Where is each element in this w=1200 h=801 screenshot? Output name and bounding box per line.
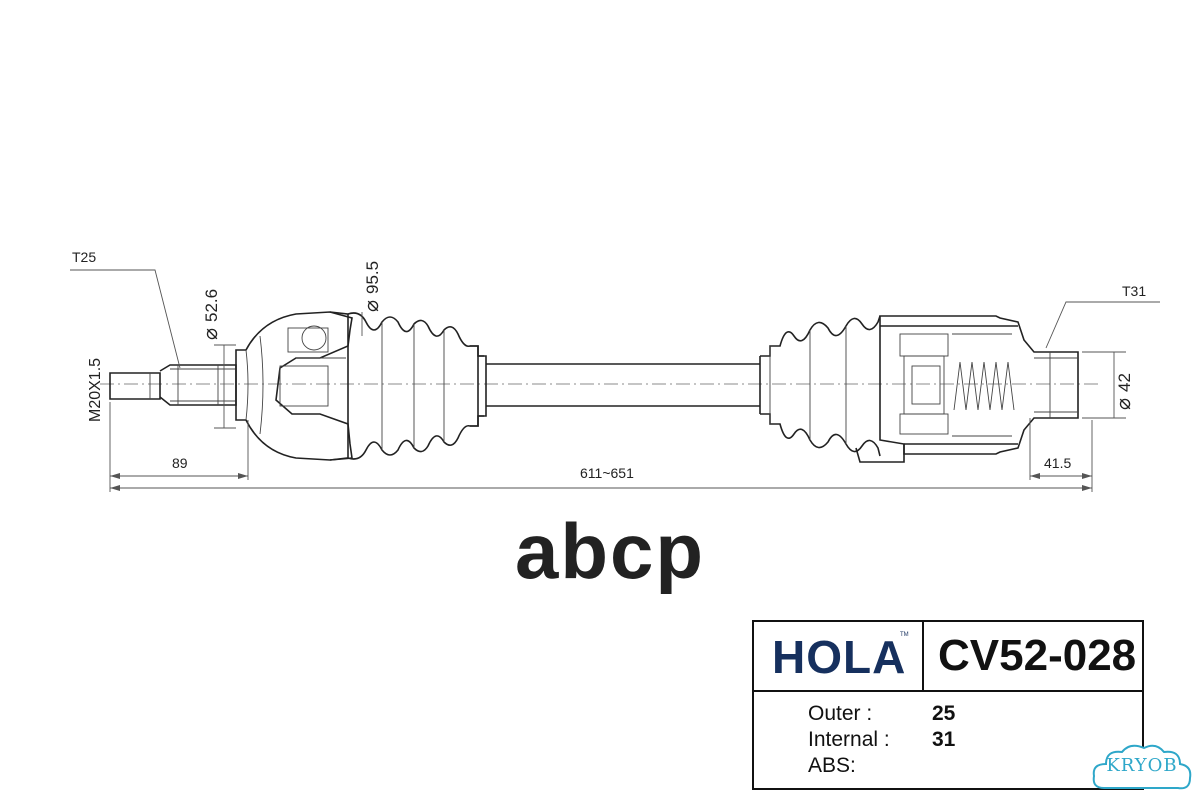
label-dim-89: 89 xyxy=(172,455,188,471)
label-thread: M20X1.5 xyxy=(87,358,104,422)
spec-label: ABS: xyxy=(808,754,856,777)
brand-trademark: TM xyxy=(900,632,909,638)
inner-boot xyxy=(759,315,905,463)
label-dia-right: 42 xyxy=(1115,373,1134,392)
label-dim-41-5: 41.5 xyxy=(1044,455,1071,471)
part-number: CV52-028 xyxy=(938,631,1137,680)
watermark-text: abcp xyxy=(515,507,705,595)
label-dia-small-symbol: ⌀ xyxy=(200,328,222,340)
outer-boot xyxy=(329,311,487,461)
spec-label: Internal : xyxy=(808,728,890,751)
dimension-lines xyxy=(70,269,1160,492)
cloud-icon xyxy=(1092,744,1192,790)
spec-value: 31 xyxy=(932,728,956,751)
badge-text: KRYOB xyxy=(1106,755,1178,776)
spec-table-header: HOLA TM CV52-028 xyxy=(754,622,1142,692)
label-dia-large-symbol: ⌀ xyxy=(361,300,383,312)
label-dia-large: 95.5 xyxy=(363,261,382,294)
label-dia-small: 52.6 xyxy=(202,289,221,322)
inner-cv-joint xyxy=(879,315,1079,455)
main-shaft xyxy=(486,363,760,407)
spec-label: Outer : xyxy=(808,702,873,725)
label-t31: T31 xyxy=(1122,283,1146,299)
outer-cv-joint xyxy=(235,311,353,461)
spec-table: HOLA TM CV52-028 Outer : 25 Internal : 3… xyxy=(752,620,1144,790)
brand-logo: HOLA TM xyxy=(754,622,924,690)
label-dim-total: 611~651 xyxy=(580,465,634,481)
kryob-cloud-badge: KRYOB xyxy=(1090,740,1194,796)
brand-name: HOLA xyxy=(772,631,907,683)
left-stub-shaft xyxy=(109,364,237,406)
label-t25: T25 xyxy=(72,249,96,265)
spec-value: 25 xyxy=(932,702,956,725)
label-dia-right-symbol: ⌀ xyxy=(1113,398,1135,410)
